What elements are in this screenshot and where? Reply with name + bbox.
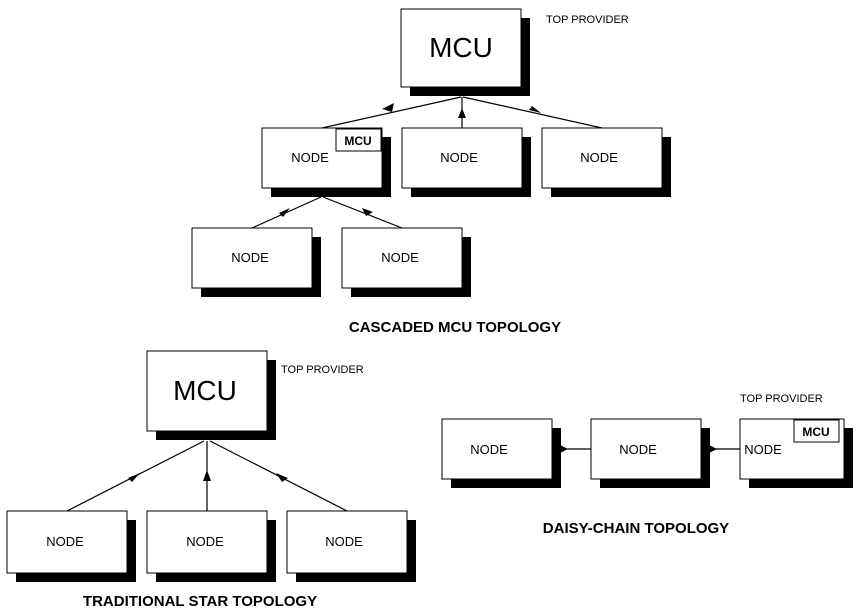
cascaded-node-mcu-badge-label: MCU [344,134,371,148]
daisy-arrowhead-2 [707,444,717,454]
star-node-left: NODE [6,510,136,582]
star-node-middle: NODE [146,510,276,582]
daisy-node-2: NODE [590,418,710,488]
cascaded-node-right-label: NODE [580,150,618,165]
cascaded-sub-node-right: NODE [341,227,471,297]
star-top-mcu-label: MCU [173,375,237,406]
daisy-arrowhead-1 [558,444,568,454]
cascaded-sub-node-left: NODE [191,227,321,297]
daisy-node-2-label: NODE [619,442,657,457]
cascaded-top-provider-label: TOP PROVIDER [546,14,629,26]
cascaded-sub-node-right-label: NODE [381,250,419,265]
cascaded-arrowhead-right [529,106,541,113]
cascaded-sub-connector-right [322,196,403,229]
star-arrowhead-right [276,473,288,482]
cascaded-node-mcu-label: NODE [291,150,329,165]
cascaded-topology: MCU TOP PROVIDER NODE MCU NODE NODE NODE [191,8,671,336]
star-node-left-label: NODE [46,534,84,549]
cascaded-top-mcu-box: MCU [400,8,530,96]
star-node-middle-label: NODE [186,534,224,549]
cascaded-node-mcu: NODE MCU [261,127,391,197]
star-top-provider-label: TOP PROVIDER [281,364,364,376]
cascaded-connector-right [462,96,603,129]
daisy-node-1: NODE [441,418,561,488]
daisy-node-3-mcu: NODE MCU [739,418,853,488]
cascaded-node-mcu-badge [335,128,382,152]
cascaded-connector-left [321,96,462,129]
cascaded-sub-arrowhead-left [279,208,290,217]
cascaded-arrowhead-middle [458,108,466,118]
daisy-chain-topology: TOP PROVIDER NODE NODE NODE MCU DAISY-CH… [441,393,853,537]
cascaded-sub-arrowhead-right [362,208,373,216]
daisy-title: DAISY-CHAIN TOPOLOGY [543,520,729,537]
cascaded-node-middle-label: NODE [440,150,478,165]
daisy-node-1-label: NODE [470,442,508,457]
cascaded-top-mcu-label: MCU [429,32,493,63]
cascaded-node-right: NODE [541,127,671,197]
cascaded-sub-node-left-label: NODE [231,250,269,265]
cascaded-title: CASCADED MCU TOPOLOGY [349,319,561,336]
star-top-mcu-box: MCU [146,350,276,440]
star-arrowhead-middle [203,470,211,481]
star-node-right-label: NODE [325,534,363,549]
daisy-node-3-label: NODE [744,442,782,457]
daisy-top-provider-label: TOP PROVIDER [740,393,823,405]
cascaded-arrowhead-left [382,103,394,112]
daisy-node-3-badge-label: MCU [802,425,829,439]
cascaded-node-middle: NODE [401,127,531,197]
star-node-right: NODE [286,510,416,582]
daisy-node-3-badge [793,419,840,443]
star-title: TRADITIONAL STAR TOPOLOGY [83,593,317,610]
star-arrowhead-left [128,473,140,482]
star-topology: MCU TOP PROVIDER NODE NODE NODE TRADITIO… [6,350,416,610]
